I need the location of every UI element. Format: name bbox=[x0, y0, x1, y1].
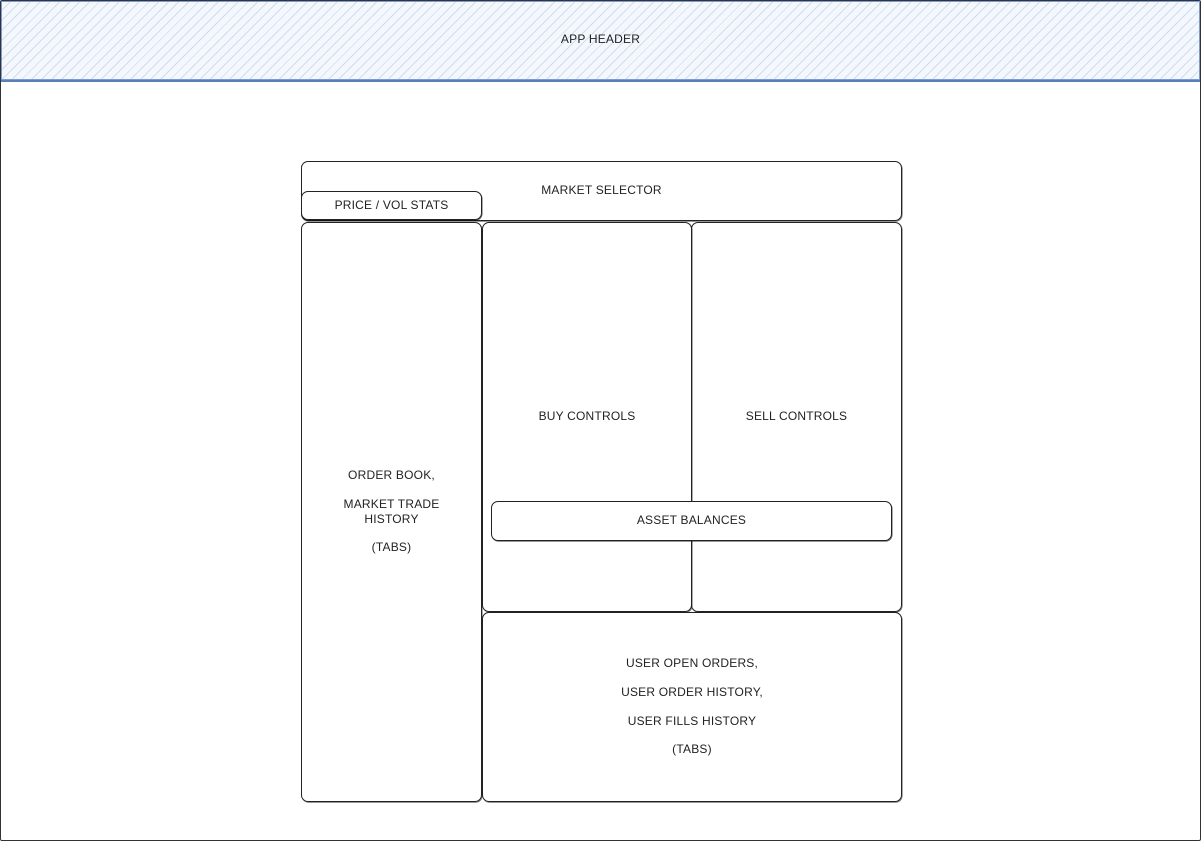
app-header-title: APP HEADER bbox=[560, 32, 641, 46]
order-book-line-4: (TABS) bbox=[371, 540, 412, 554]
user-orders-labels: USER OPEN ORDERS, USER ORDER HISTORY, US… bbox=[483, 656, 901, 757]
asset-balances-label: ASSET BALANCES bbox=[636, 513, 747, 527]
order-book-line-1: ORDER BOOK, bbox=[348, 468, 435, 482]
user-orders-line-4: (TABS) bbox=[672, 742, 712, 756]
sell-controls-panel: SELL CONTROLS bbox=[691, 222, 902, 612]
price-vol-stats-panel: PRICE / VOL STATS bbox=[301, 191, 482, 220]
app-header: APP HEADER bbox=[1, 1, 1200, 82]
market-selector-panel: MARKET SELECTOR bbox=[301, 161, 902, 221]
asset-balances-panel: ASSET BALANCES bbox=[491, 501, 892, 541]
buy-controls-panel: BUY CONTROLS bbox=[482, 222, 692, 612]
user-orders-line-2: USER ORDER HISTORY, bbox=[621, 685, 763, 699]
user-orders-line-1: USER OPEN ORDERS, bbox=[625, 656, 759, 670]
order-book-labels: ORDER BOOK, MARKET TRADE HISTORY (TABS) bbox=[302, 468, 481, 555]
price-vol-stats-label: PRICE / VOL STATS bbox=[334, 198, 449, 212]
user-orders-line-3: USER FILLS HISTORY bbox=[627, 714, 757, 728]
buy-controls-label: BUY CONTROLS bbox=[538, 409, 636, 423]
order-book-line-2: MARKET TRADE bbox=[343, 497, 440, 511]
user-orders-panel: USER OPEN ORDERS, USER ORDER HISTORY, US… bbox=[482, 612, 902, 802]
order-book-panel: ORDER BOOK, MARKET TRADE HISTORY (TABS) bbox=[301, 222, 482, 802]
market-selector-label: MARKET SELECTOR bbox=[541, 183, 662, 197]
sell-controls-label: SELL CONTROLS bbox=[745, 409, 848, 423]
order-book-line-3: HISTORY bbox=[364, 512, 419, 526]
